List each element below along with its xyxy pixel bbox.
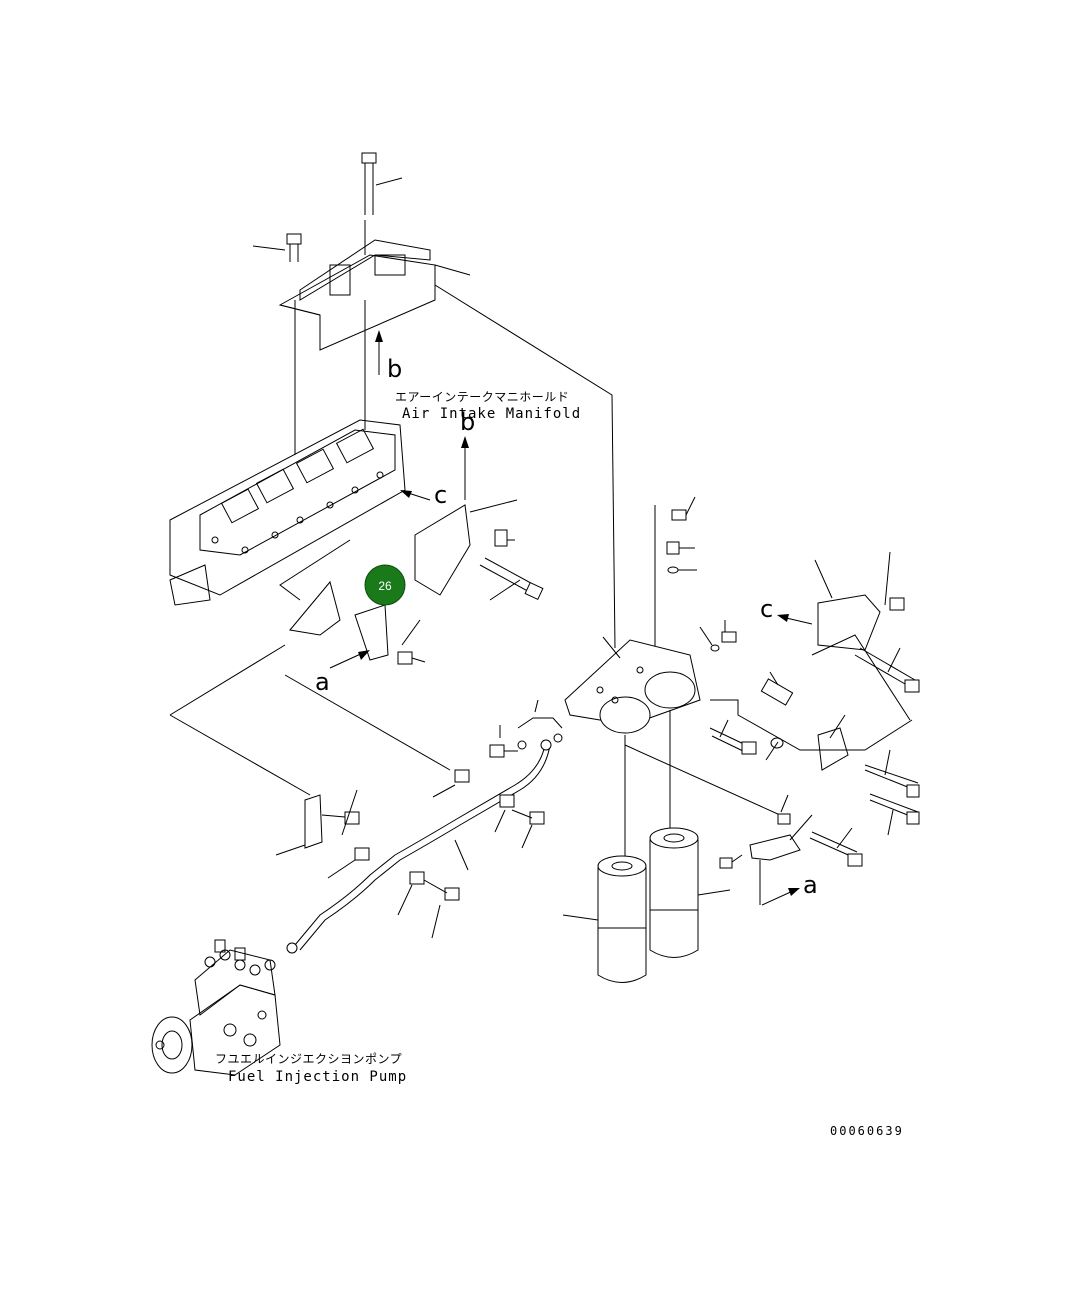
right-bracket: c	[624, 551, 920, 836]
view-marker-a-right: a	[803, 871, 818, 899]
fuel-injection-pump-label-jp: フユエルインジエクシヨンポンプ	[215, 1052, 402, 1066]
fuel-pipe	[275, 699, 563, 954]
leader-line	[434, 284, 616, 649]
view-marker-a-left: a	[315, 668, 330, 696]
fuel-filters	[562, 710, 731, 983]
view-marker-c-manifold: c	[434, 481, 447, 509]
callout-number[interactable]: 26	[378, 579, 392, 593]
view-marker-b-top: b	[387, 355, 402, 383]
top-bracket: b	[252, 152, 471, 383]
fuel-filter-head	[564, 496, 737, 734]
center-brackets: a	[169, 499, 544, 796]
fuel-injection-pump	[151, 939, 281, 1076]
air-intake-manifold-label-en: Air Intake Manifold	[402, 406, 581, 422]
air-intake-manifold-label-jp: エアーインテークマニホールド	[395, 390, 569, 404]
lower-right-bracket: a	[719, 794, 863, 906]
fuel-injection-pump-label-en: Fuel Injection Pump	[228, 1069, 407, 1085]
view-marker-c-right: c	[760, 595, 773, 623]
callout-26[interactable]: 26	[364, 564, 406, 606]
air-intake-manifold: c b	[169, 300, 475, 606]
view-marker-b-manifold: b	[460, 408, 475, 436]
drawing-number: 00060639	[830, 1124, 904, 1138]
callout-circle[interactable]	[364, 564, 406, 606]
